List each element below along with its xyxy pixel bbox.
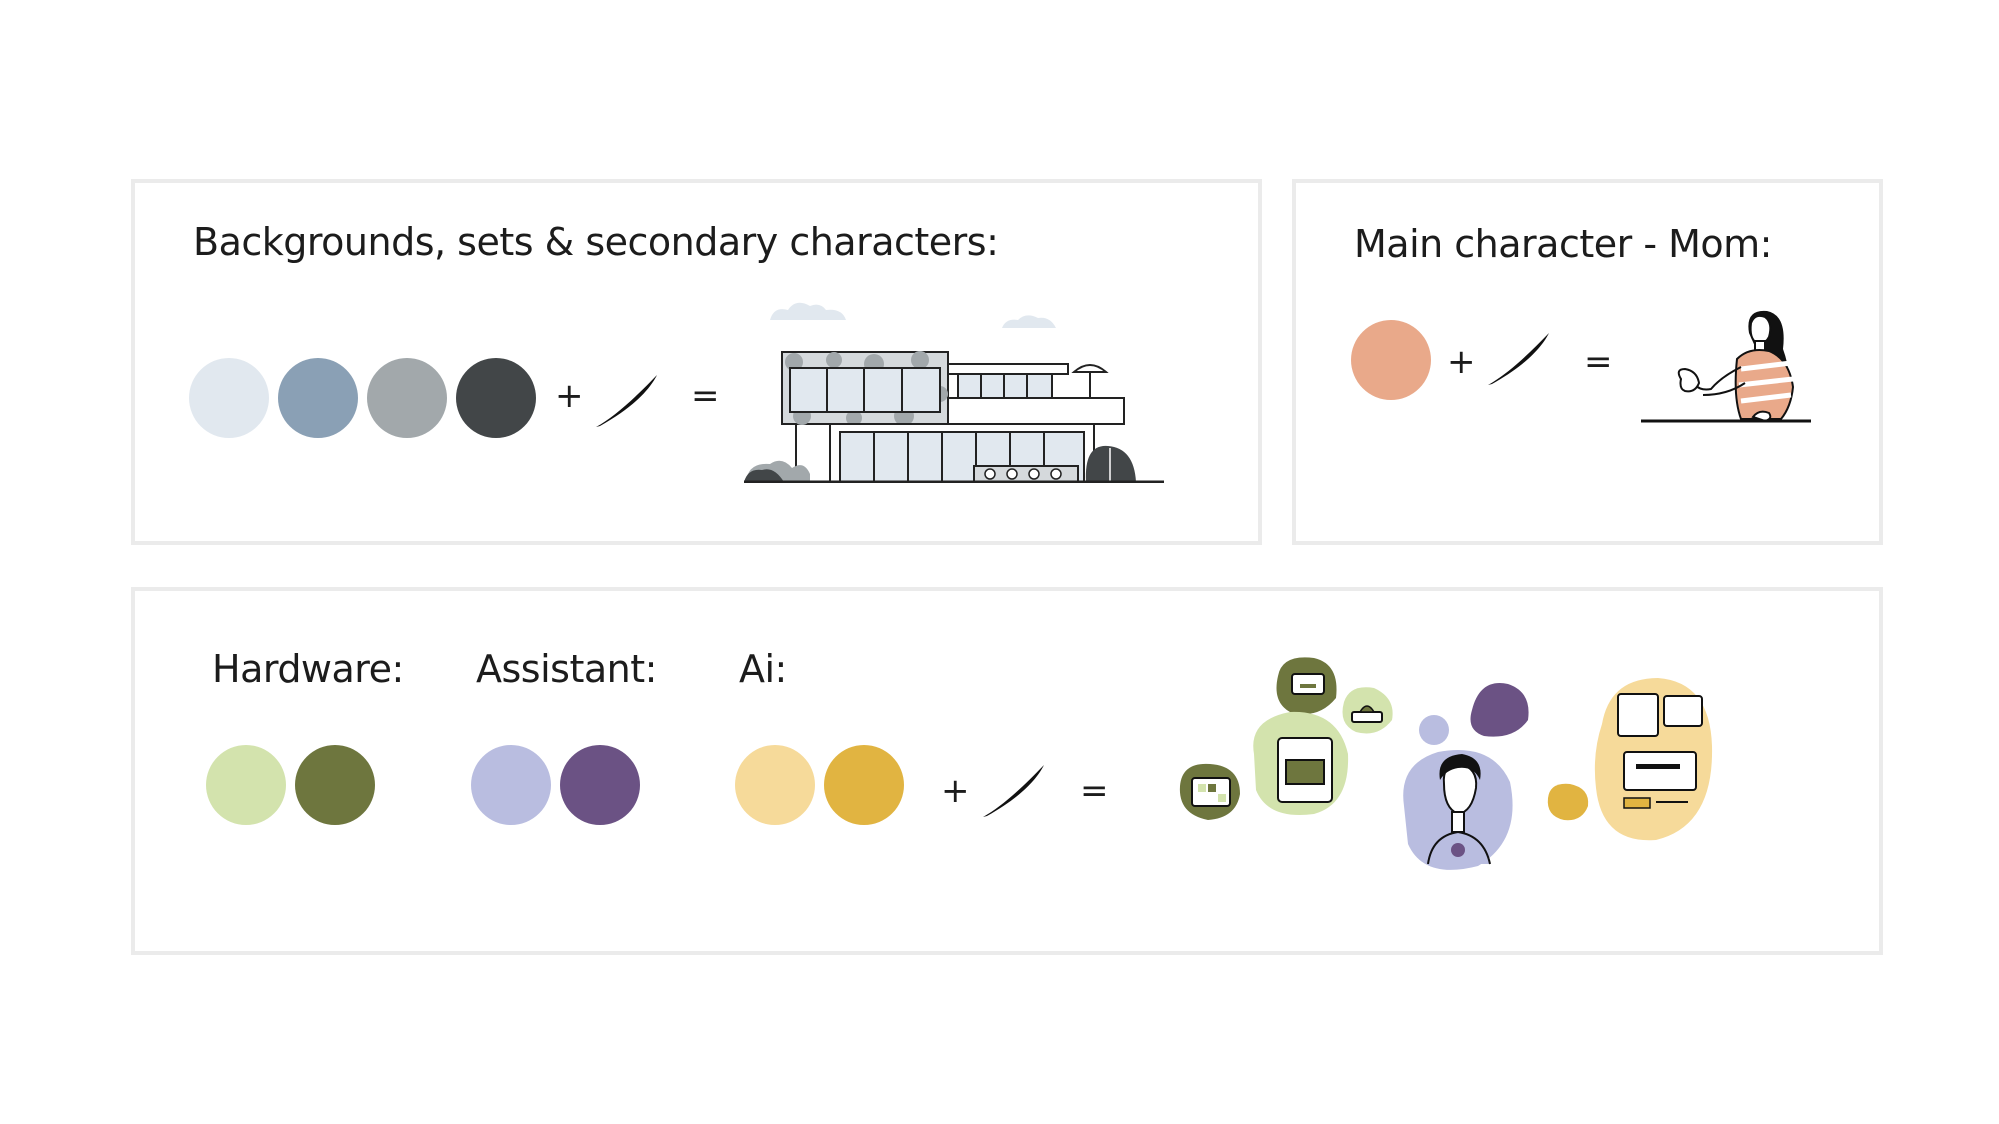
hardware-title: Hardware: — [212, 647, 404, 691]
hardware-assistant-ai-panel: Hardware: Assistant: Ai: + = — [131, 587, 1883, 955]
modern-house-illustration — [744, 298, 1164, 483]
assistant-title: Assistant: — [476, 647, 657, 691]
mom-character-illustration — [1641, 309, 1811, 427]
swatch-charcoal — [456, 358, 536, 438]
brush-stroke-icon — [594, 373, 660, 429]
plus-sign: + — [941, 771, 970, 811]
swatch-purple — [560, 745, 640, 825]
backgrounds-title: Backgrounds, sets & secondary characters… — [193, 220, 999, 264]
swatch-blue-grey — [278, 358, 358, 438]
equals-sign: = — [691, 376, 720, 416]
swatch-grey — [367, 358, 447, 438]
plus-sign: + — [555, 376, 584, 416]
swatch-olive — [295, 745, 375, 825]
hardware-assistant-ai-illustration — [1178, 654, 1748, 879]
equals-sign: = — [1584, 342, 1613, 382]
swatch-lavender — [471, 745, 551, 825]
swatch-light-green — [206, 745, 286, 825]
swatch-light-yellow — [735, 745, 815, 825]
main-character-panel: Main character - Mom: + = — [1292, 179, 1883, 545]
swatch-light-blue-grey — [189, 358, 269, 438]
plus-sign: + — [1447, 342, 1476, 382]
main-character-title: Main character - Mom: — [1354, 222, 1772, 266]
swatch-peach — [1351, 320, 1431, 400]
brush-stroke-icon — [1486, 331, 1552, 387]
ai-title: Ai: — [739, 647, 787, 691]
equals-sign: = — [1080, 771, 1109, 811]
backgrounds-panel: Backgrounds, sets & secondary characters… — [131, 179, 1262, 545]
swatch-mustard — [824, 745, 904, 825]
brush-stroke-icon — [981, 763, 1047, 819]
